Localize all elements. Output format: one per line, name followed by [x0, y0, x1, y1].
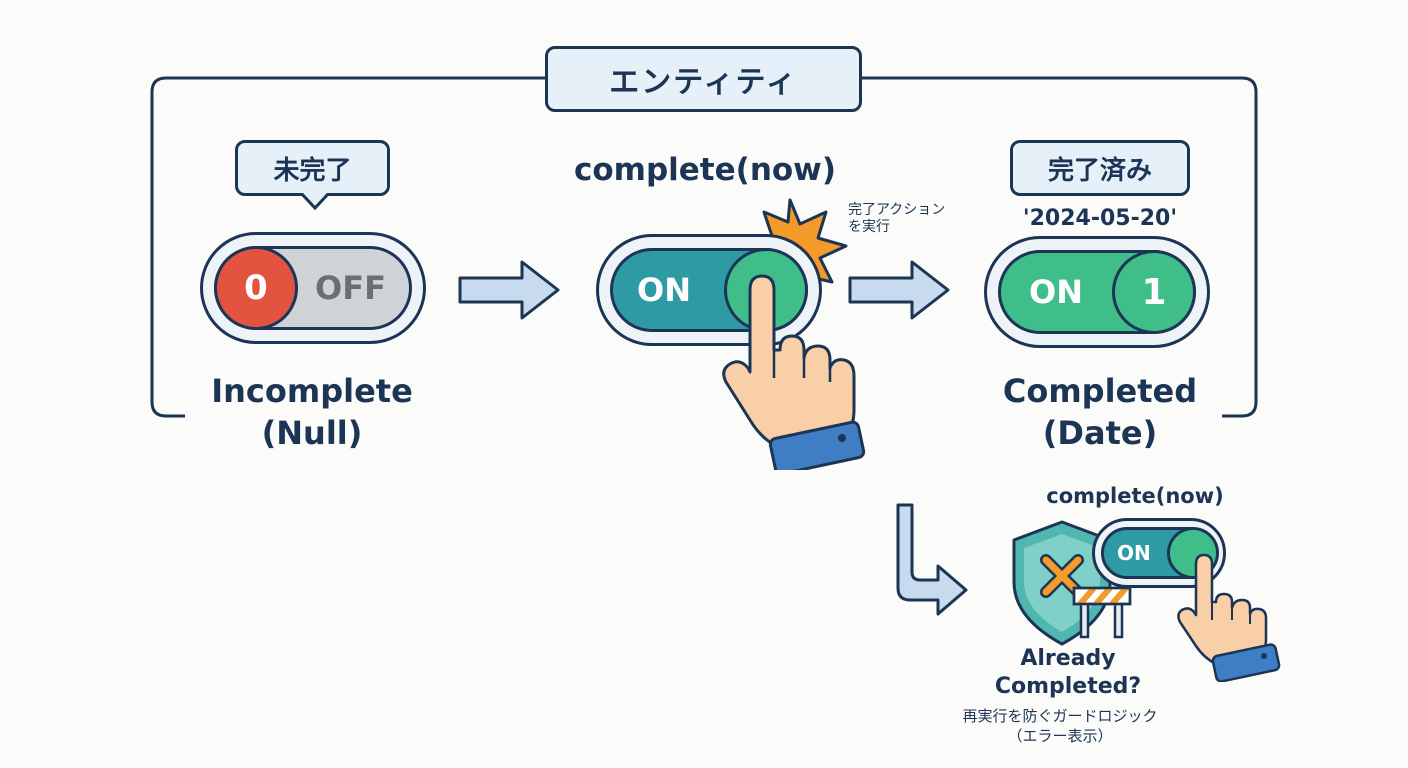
guard-method-label: complete(now) — [1046, 484, 1224, 508]
action-note: 完了アクション を実行 — [848, 202, 946, 235]
guard-note: 再実行を防ぐガードロジック （エラー表示） — [962, 707, 1158, 745]
arrow-down-right-icon — [896, 503, 968, 616]
tag-pointer — [300, 193, 330, 211]
toggle-label-on: ON — [1029, 273, 1083, 311]
arrow-right-icon — [848, 260, 950, 320]
toggle-knob-off: 0 — [214, 246, 298, 330]
entity-label: エンティティ — [545, 46, 862, 112]
guard-question: Already Completed? — [994, 646, 1142, 699]
toggle-label-off: OFF — [315, 269, 386, 307]
state-caption-incomplete: Incomplete (Null) — [211, 372, 413, 452]
toggle-label-on: ON — [1117, 541, 1151, 565]
state-tag-incomplete: 未完了 — [235, 140, 390, 196]
date-value: '2024-05-20' — [1022, 206, 1178, 231]
method-label: complete(now) — [573, 152, 836, 188]
toggle-incomplete: 0 OFF — [200, 232, 426, 344]
entity-bracket — [150, 76, 1258, 418]
toggle-knob-value: 1 — [1112, 250, 1196, 334]
toggle-label-on: ON — [637, 271, 691, 309]
state-caption-completed: Completed (Date) — [1002, 372, 1198, 452]
pointing-hand-icon — [722, 274, 866, 470]
pointing-hand-icon — [1177, 553, 1281, 682]
toggle-completed: ON 1 — [984, 236, 1210, 348]
barrier-icon — [1072, 586, 1132, 639]
state-tag-completed: 完了済み — [1010, 140, 1190, 196]
arrow-right-icon — [458, 260, 560, 320]
